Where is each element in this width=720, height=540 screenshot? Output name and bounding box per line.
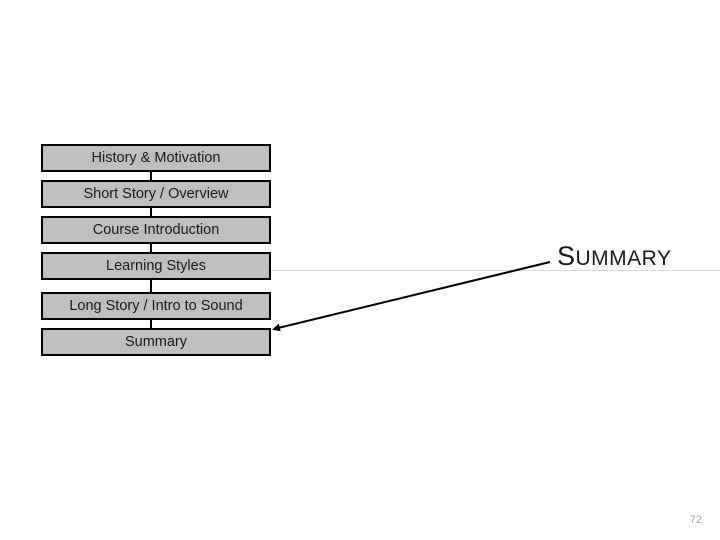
- diagram-box-summary: Summary: [41, 328, 271, 356]
- connector-line: [150, 278, 152, 292]
- diagram-box-label: History & Motivation: [91, 150, 221, 166]
- slide-title: SUMMARY: [557, 241, 671, 274]
- connector-line: [150, 318, 152, 328]
- slide-title-initial: S: [557, 241, 576, 271]
- connector-line: [150, 242, 152, 252]
- diagram-box-label: Long Story / Intro to Sound: [69, 298, 243, 314]
- diagram-box-long-story: Long Story / Intro to Sound: [41, 292, 271, 320]
- diagram-box-label: Short Story / Overview: [83, 186, 229, 202]
- arrow-line: [272, 261, 551, 332]
- connector-line: [150, 206, 152, 216]
- diagram-box-label: Summary: [124, 334, 188, 350]
- slide-title-rest: UMMARY: [575, 247, 672, 270]
- diagram-box-label: Course Introduction: [92, 222, 220, 238]
- diagram-box-label: Learning Styles: [106, 258, 206, 274]
- diagram-box-history-motivation: History & Motivation: [41, 144, 271, 172]
- diagram-box-short-story: Short Story / Overview: [41, 180, 271, 208]
- page-number: 72: [689, 514, 702, 526]
- title-underline: [270, 270, 720, 271]
- connector-line: [150, 170, 152, 180]
- diagram-box-course-introduction: Course Introduction: [41, 216, 271, 244]
- diagram-box-learning-styles: Learning Styles: [41, 252, 271, 280]
